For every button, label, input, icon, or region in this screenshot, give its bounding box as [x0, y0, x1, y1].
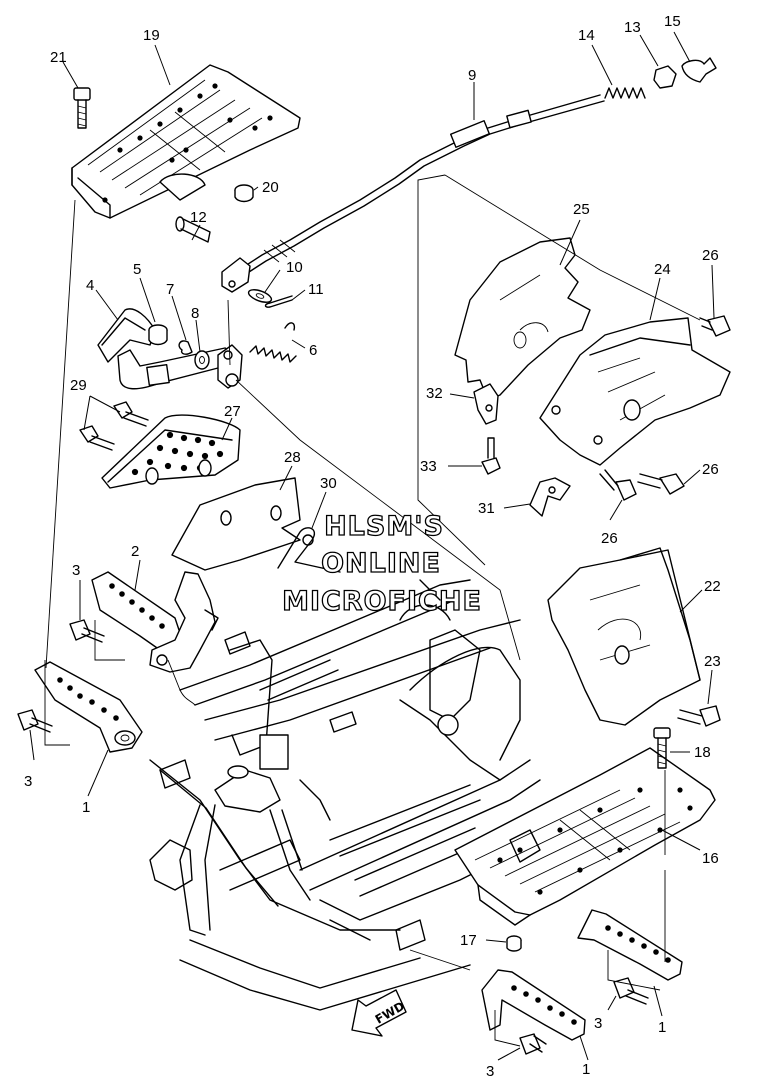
- footpeg-plate-28: [171, 477, 301, 571]
- callout-33: 33: [420, 458, 437, 475]
- bolt-3-c: [613, 977, 649, 1005]
- callout-21: 21: [50, 49, 67, 66]
- bracket-1-c: [481, 969, 586, 1041]
- brake-cable-9: [244, 94, 605, 273]
- bracket-32: [473, 383, 499, 425]
- pin-12: [175, 216, 211, 243]
- callout-8: 8: [191, 305, 199, 322]
- callout-7: 7: [166, 281, 174, 298]
- callout-20: 20: [262, 179, 279, 196]
- clip-7: [178, 340, 193, 355]
- bolt-3-a: [69, 619, 105, 643]
- bracket-2: [91, 571, 219, 673]
- callout-3-d: 3: [486, 1063, 494, 1080]
- callout-14: 14: [578, 27, 595, 44]
- cotter-pin-11: [264, 295, 293, 308]
- callout-11: 11: [308, 281, 324, 298]
- callout-2: 2: [131, 543, 139, 560]
- callout-31: 31: [478, 500, 495, 517]
- callout-17: 17: [460, 932, 477, 949]
- mud-guard-22: [547, 547, 701, 726]
- callout-15: 15: [664, 13, 681, 30]
- callout-1-b: 1: [658, 1019, 666, 1036]
- grommet-20: [234, 184, 254, 203]
- wing-nut-15: [681, 57, 717, 83]
- callout-28: 28: [284, 449, 301, 466]
- bracket-1-a: [34, 661, 143, 753]
- bracket-31: [529, 477, 571, 517]
- callout-12: 12: [190, 209, 207, 226]
- callout-32: 32: [426, 385, 443, 402]
- callout-18: 18: [694, 744, 711, 761]
- callout-26-right: 26: [702, 461, 719, 478]
- bolt-29-lower: [79, 425, 115, 451]
- callout-25: 25: [573, 201, 590, 218]
- callout-10: 10: [286, 259, 303, 276]
- spring-30: [277, 527, 341, 573]
- mud-guard-24: [539, 317, 731, 466]
- callout-9: 9: [468, 67, 476, 84]
- callout-16: 16: [702, 850, 719, 867]
- cable-clevis: [221, 257, 251, 293]
- callout-29: 29: [70, 377, 87, 394]
- callout-26-bottom: 26: [601, 530, 618, 547]
- bolt-26-bottom: [599, 469, 637, 501]
- callout-labels: 21 19 9 14 13 15 20 12 25 5 10 4 7 11 24…: [24, 13, 721, 1080]
- callout-1-a: 1: [82, 799, 90, 816]
- fwd-arrow-icon: FWD: [351, 989, 407, 1037]
- callout-23: 23: [704, 653, 721, 670]
- bolt-21: [73, 87, 91, 129]
- watermark-line-1: HLSM'S: [324, 511, 444, 542]
- grommet-17: [506, 935, 522, 952]
- footpeg-27: [101, 414, 241, 489]
- watermark: HLSM'S ONLINE MICROFICHE: [281, 510, 482, 617]
- callout-22: 22: [704, 578, 721, 595]
- leader-lines: [29, 31, 715, 1061]
- spring-14: [604, 87, 646, 99]
- bolt-29-upper: [113, 401, 149, 427]
- callout-26-top: 26: [702, 247, 719, 264]
- bolt-26-right: [637, 473, 685, 495]
- left-footrest-board: [71, 64, 301, 219]
- callout-30: 30: [320, 475, 337, 492]
- bracket-1-b: [577, 909, 683, 981]
- watermark-line-3: MICROFICHE: [282, 586, 482, 617]
- washer-10: [247, 289, 273, 303]
- watermark-line-2: ONLINE: [321, 548, 441, 579]
- callout-6: 6: [309, 342, 317, 359]
- nut-13: [653, 65, 677, 89]
- vehicle-frame: [149, 579, 541, 1011]
- callout-1-c: 1: [582, 1061, 590, 1078]
- washer-8: [194, 350, 210, 370]
- callout-19: 19: [143, 27, 160, 44]
- bolt-3-d: [519, 1033, 547, 1055]
- callout-5: 5: [133, 261, 141, 278]
- spring-6: [249, 322, 297, 363]
- bolt-33: [481, 437, 501, 475]
- callout-3-c: 3: [594, 1015, 602, 1032]
- callout-3-a: 3: [72, 562, 80, 579]
- callout-4: 4: [86, 277, 94, 294]
- bolt-3-b: [17, 709, 53, 733]
- right-footrest-board: [454, 747, 716, 926]
- callout-24: 24: [654, 261, 671, 278]
- mud-guard-25: [454, 237, 591, 401]
- bolt-18: [653, 727, 671, 769]
- callout-3-b: 3: [24, 773, 32, 790]
- cap-5: [148, 324, 168, 346]
- brake-pedal-4: [97, 308, 243, 390]
- callout-13: 13: [624, 19, 641, 36]
- bolt-26-top: [699, 315, 731, 337]
- callout-27: 27: [224, 403, 241, 420]
- bolt-23: [677, 705, 721, 727]
